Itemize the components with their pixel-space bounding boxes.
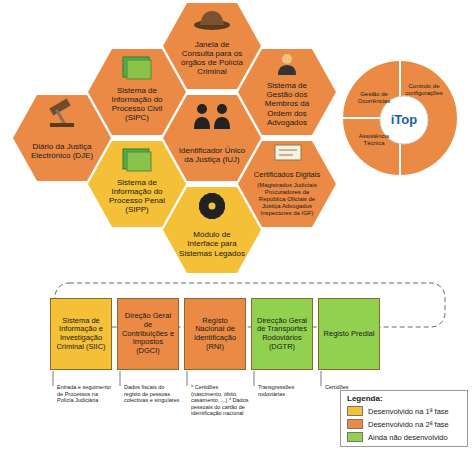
note-text: Dados fiscais do registo de pessoas cole…: [124, 384, 180, 404]
legend-row: Ainda não desenvolvido: [347, 432, 467, 442]
legend-swatch: [347, 406, 363, 416]
node-text: Janela de Consulta para os órgãos de Pol…: [178, 35, 246, 81]
node-text: Gestão de Ocorrências: [354, 84, 394, 112]
icon: [49, 99, 74, 127]
node-text: iTop: [384, 106, 424, 134]
node-title: Sistema de Informação do Processo Penal …: [103, 178, 171, 215]
node-title: Diário da Justiça Electrónico (DJE): [28, 142, 96, 160]
circle-segment: Controlo de configurações: [402, 76, 446, 104]
node-text: Assistência Técnica: [354, 126, 394, 154]
node-title: Sistema de Informação e Investigação Cri…: [54, 317, 108, 352]
legend-text: Desenvolvido na 2ª fase: [368, 420, 449, 429]
system-box: Sistema de Informação e Investigação Cri…: [50, 298, 112, 370]
node-detail: (Magistrados Judiciais Procuradores da R…: [253, 182, 321, 216]
node-title: Certificados Digitais: [254, 171, 320, 180]
node-text: Certificados Digitais (Magistrados Judici…: [253, 163, 321, 225]
note-text: Transgressões rodoviárias: [258, 384, 314, 397]
icon: [278, 54, 296, 75]
node-text: Registo Nacional de Identificação (RNI): [188, 302, 242, 366]
group-bracket: [55, 283, 445, 327]
circle-segment: Assistência Técnica: [354, 126, 394, 154]
system-box: Direção Geral de Contribuições e Imposto…: [117, 298, 179, 370]
node-title: Módulo de Interface para Sistemas Legado…: [178, 230, 246, 258]
node-title: Direcção Geral de Transportes Rodoviário…: [255, 317, 309, 352]
legend-text: Ainda não desenvolvido: [368, 433, 448, 442]
legend-title: Legenda:: [347, 394, 467, 403]
node-text: Controlo de configurações: [402, 76, 446, 104]
node-title: Gestão de Ocorrências: [354, 91, 394, 105]
hex-outline: [160, 185, 264, 275]
system-box: Registo Nacional de Identificação (RNI): [184, 298, 246, 370]
node-title: Identificador Único da Justiça (IUJ): [178, 146, 246, 164]
system-box: Direcção Geral de Transportes Rodoviário…: [251, 298, 313, 370]
node-text: Registo Predial: [322, 302, 376, 366]
node-title: Controlo de configurações: [402, 83, 446, 97]
legend-swatch: [347, 419, 363, 429]
node-text: Direcção Geral de Transportes Rodoviário…: [255, 302, 309, 366]
node-title: Sistema de Gestão dos Membros da Ordem d…: [253, 81, 321, 127]
legend-box: Legenda: Desenvolvido na 1ª faseDesenvolv…: [340, 390, 468, 447]
node-text: Sistema de Informação e Investigação Cri…: [54, 302, 108, 366]
node-text: Sistema de Informação do Processo Penal …: [103, 173, 171, 219]
leader-lines: [53, 371, 321, 386]
node-text: Módulo de Interface para Sistemas Legado…: [178, 223, 246, 265]
node-title: Registo Predial: [324, 330, 375, 339]
node-text: Sistema de Gestão dos Membros da Ordem d…: [253, 77, 321, 131]
node-title: iTop: [391, 113, 417, 128]
system-box: Registo Predial: [318, 298, 380, 370]
hex-cell: Módulo de Interface para Sistemas Legado…: [160, 185, 264, 275]
legend-swatch: [347, 432, 363, 442]
node-title: Direção Geral de Contribuições e Imposto…: [121, 312, 175, 355]
node-title: Assistência Técnica: [354, 133, 394, 147]
legend-text: Desenvolvido na 1ª fase: [368, 407, 449, 416]
node-text: Sistema de Informação do Processo Civil …: [103, 81, 171, 127]
icon: [275, 145, 301, 160]
icon: [123, 149, 151, 171]
icon: [123, 57, 151, 79]
legend-row: Desenvolvido na 1ª fase: [347, 406, 467, 416]
node-text: Identificador Único da Justiça (IUJ): [178, 135, 246, 175]
node-title: Janela de Consulta para os órgãos de Pol…: [178, 40, 246, 77]
node-text: Diário da Justiça Electrónico (DJE): [28, 129, 96, 173]
node-text: Direção Geral de Contribuições e Imposto…: [121, 302, 175, 366]
node-title: Sistema de Informação do Processo Civil …: [103, 86, 171, 123]
circle-segment: Gestão de Ocorrências: [354, 84, 394, 112]
node-title: Registo Nacional de Identificação (RNI): [188, 317, 242, 352]
tool-circle: Gestão de Ocorrências Controlo de configu…: [342, 60, 458, 176]
note-text: * Certidões (nascimento, óbito, casament…: [191, 384, 249, 417]
note-text: Entrada e seguimento de Processos na Pol…: [57, 384, 113, 404]
icon: [199, 193, 225, 219]
legend-row: Desenvolvido na 2ª fase: [347, 419, 467, 429]
icon: [194, 11, 230, 30]
icon: [194, 104, 230, 129]
